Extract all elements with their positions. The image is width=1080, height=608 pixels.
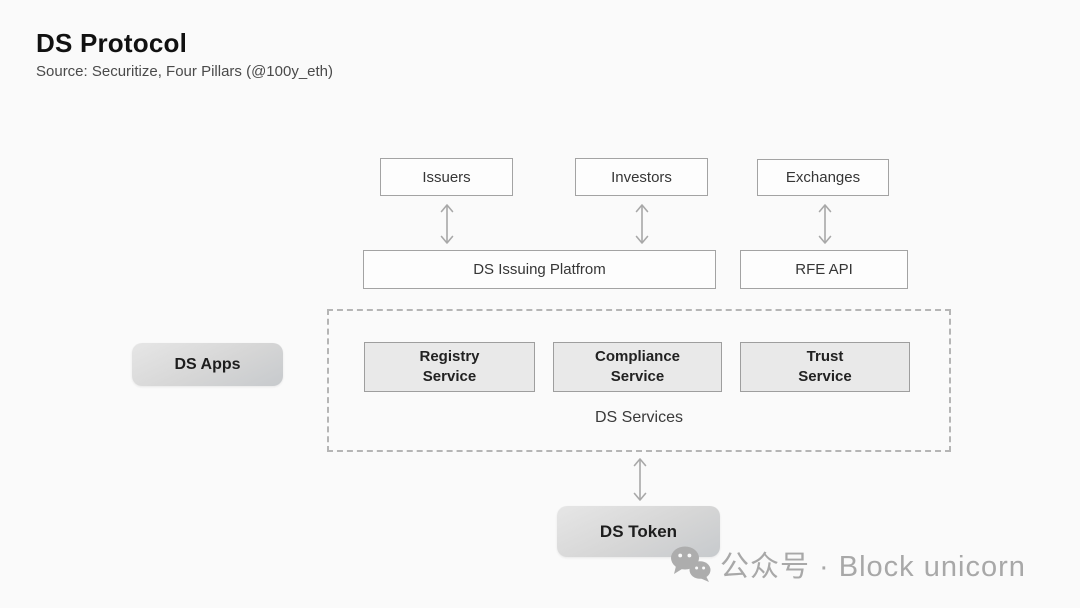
source-caption: Source: Securitize, Four Pillars (@100y_… xyxy=(36,63,334,80)
exchanges-box: Exchanges xyxy=(757,159,889,196)
trust-service-box: Trust Service xyxy=(740,342,910,392)
ds-apps-box: DS Apps xyxy=(132,343,283,386)
ds-token-box: DS Token xyxy=(557,506,720,557)
watermark: 公众号 · Block unicorn xyxy=(670,543,1026,585)
double-arrow-icon xyxy=(632,456,648,508)
page-title: DS Protocol xyxy=(36,28,187,58)
ds-services-label: DS Services xyxy=(594,409,684,426)
double-arrow-icon xyxy=(439,202,455,251)
registry-service-box: Registry Service xyxy=(364,342,535,392)
ds-issuing-platform-box: DS Issuing Platfrom xyxy=(363,250,716,289)
rfe-api-box: RFE API xyxy=(740,250,908,289)
issuers-box: Issuers xyxy=(380,158,513,196)
investors-box: Investors xyxy=(575,158,708,196)
watermark-text: 公众号 · Block unicorn xyxy=(720,551,1026,583)
compliance-service-box: Compliance Service xyxy=(553,342,722,392)
wechat-icon xyxy=(670,545,712,583)
double-arrow-icon xyxy=(634,202,650,251)
double-arrow-icon xyxy=(817,202,833,251)
ds-services-group xyxy=(327,309,951,452)
